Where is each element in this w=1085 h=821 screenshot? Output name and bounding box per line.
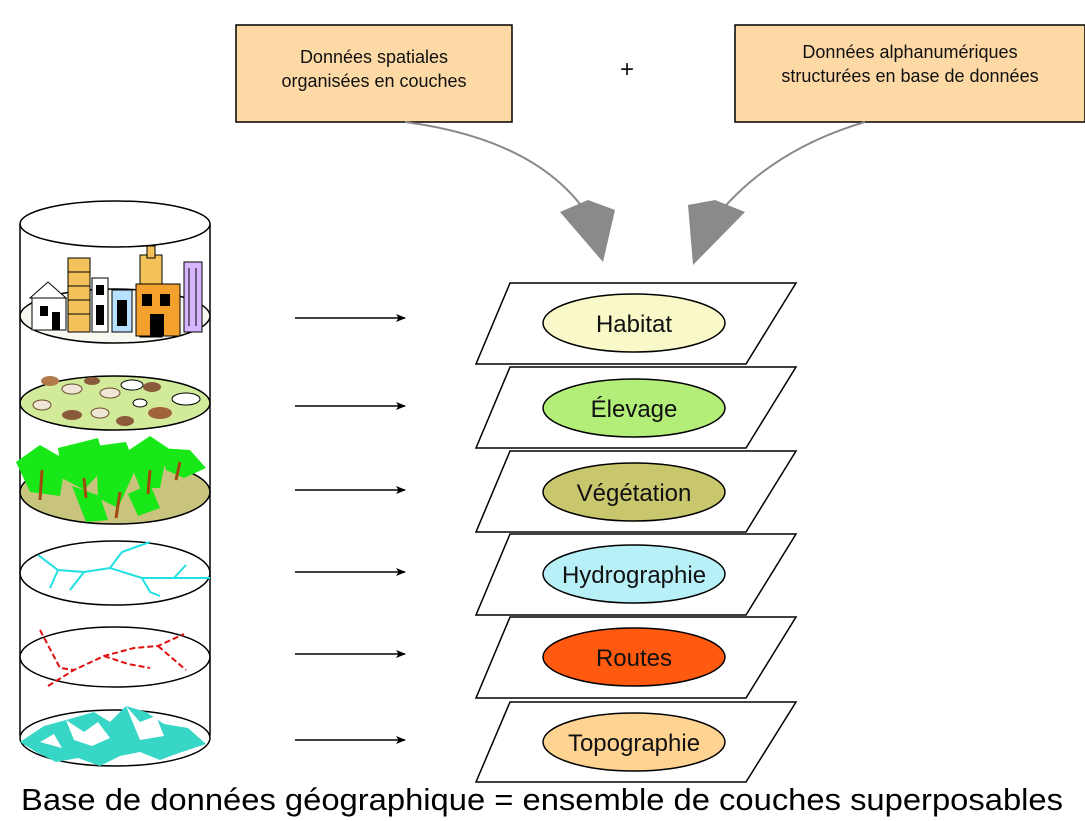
- layer-topographie: Topographie: [474, 701, 798, 783]
- layer-badge: [542, 627, 726, 687]
- hydrographie-disk: [19, 540, 211, 606]
- mountains-illustration: [20, 706, 206, 766]
- topographie-disk: [19, 706, 211, 767]
- layer-label: Élevage: [591, 396, 678, 423]
- layer-hydrographie: Hydrographie: [474, 533, 798, 616]
- layer-badge: [542, 712, 726, 772]
- routes-disk: [19, 626, 211, 688]
- layer-badge: [542, 378, 726, 438]
- layer-badge: [542, 293, 726, 353]
- spatial-data-box: Données spatiales organisées en couches: [235, 24, 513, 123]
- plus-sign: +: [620, 56, 634, 83]
- spatial-data-line-2: organisées en couches: [281, 71, 466, 91]
- layer-label: Végétation: [577, 480, 692, 507]
- buildings-illustration: [28, 245, 203, 338]
- layer-routes: Routes: [474, 616, 798, 699]
- diagram-caption: Base de données géographique = ensemble …: [21, 782, 1063, 817]
- layer-habitat: Habitat: [474, 282, 798, 365]
- roads-illustration: [39, 629, 187, 687]
- vegetation-disk: [16, 436, 211, 525]
- spatial-data-line-1: Données spatiales: [300, 47, 448, 67]
- curved-arrow-right: [688, 121, 866, 265]
- layer-label: Habitat: [596, 311, 672, 338]
- layer-vegetation: Végétation: [474, 450, 798, 533]
- layer-label: Hydrographie: [562, 562, 706, 589]
- layer-elevage: Élevage: [474, 366, 798, 449]
- rivers-illustration: [37, 541, 210, 597]
- layer-badge: [542, 462, 726, 522]
- curved-arrow-left: [404, 121, 615, 262]
- layer-label: Routes: [596, 645, 672, 672]
- layer-label: Topographie: [568, 730, 700, 757]
- alphanumeric-data-line-1: Données alphanumériques: [802, 42, 1017, 62]
- alphanumeric-data-box: Données alphanumériques structurées en b…: [734, 24, 1085, 123]
- vegetation-illustration: [16, 436, 206, 522]
- livestock-illustration: [32, 376, 201, 426]
- layer-badge: [542, 544, 726, 604]
- elevage-disk: [19, 375, 211, 431]
- habitat-disk: [19, 245, 211, 344]
- alphanumeric-data-line-2: structurées en base de données: [781, 66, 1038, 86]
